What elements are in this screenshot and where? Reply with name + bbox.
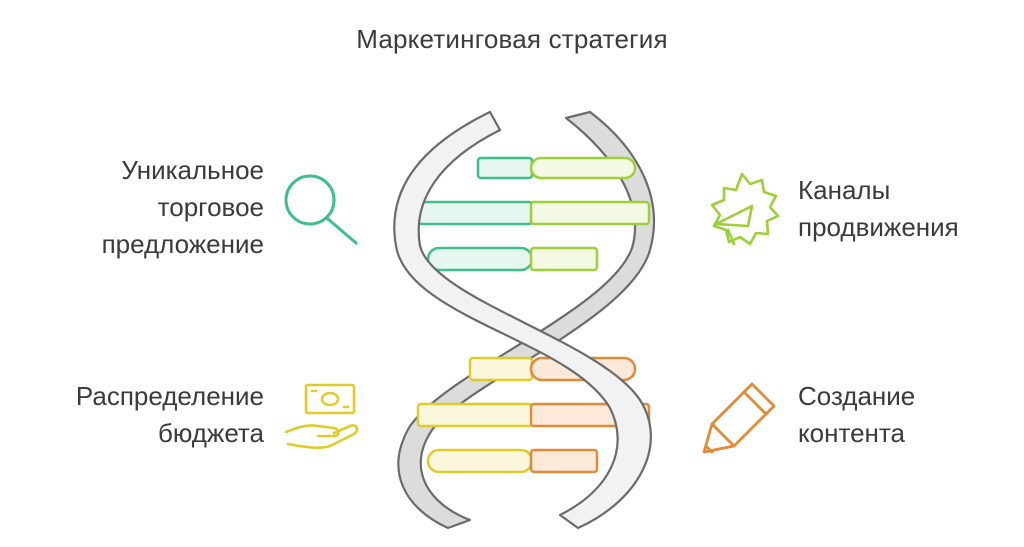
rung-4-left — [468, 356, 534, 382]
rung-2-left — [416, 200, 534, 226]
diagram-title: Маркетинговая стратегия — [356, 24, 668, 54]
rung-3-right — [529, 246, 599, 272]
rung-3-left — [426, 246, 534, 272]
rung-6-right — [529, 448, 599, 474]
rung-2-right — [529, 200, 651, 226]
rung-1-left — [476, 156, 534, 180]
label-content-line-2: контента — [798, 418, 905, 448]
rungs-lower — [416, 356, 651, 474]
magnifier-icon — [284, 174, 358, 245]
rungs-upper — [416, 156, 651, 272]
dna-front-strand — [393, 110, 652, 530]
label-budget-line-2: бюджета — [157, 418, 264, 448]
label-channels-line-1: Каналы — [798, 175, 891, 205]
label-usp-line-3: предложение — [101, 229, 264, 259]
rung-6-left — [426, 448, 534, 474]
pen-icon — [702, 382, 776, 454]
dna-back-strand — [397, 110, 655, 530]
label-budget-line-1: Распределение — [75, 381, 264, 411]
rung-5-left — [416, 402, 534, 428]
label-usp: Уникальное торговое предложение — [102, 152, 264, 263]
money-hand-icon — [284, 383, 359, 449]
label-content-line-1: Создание — [798, 381, 916, 411]
megaphone-icon — [710, 172, 780, 246]
label-content: Создание контента — [798, 378, 915, 452]
label-channels-line-2: продвижения — [798, 212, 959, 242]
rung-1-right — [529, 156, 637, 180]
label-channels: Каналы продвижения — [798, 172, 959, 246]
label-budget: Распределение бюджета — [76, 378, 264, 452]
label-usp-line-1: Уникальное — [121, 155, 264, 185]
label-usp-line-2: торговое — [157, 192, 264, 222]
